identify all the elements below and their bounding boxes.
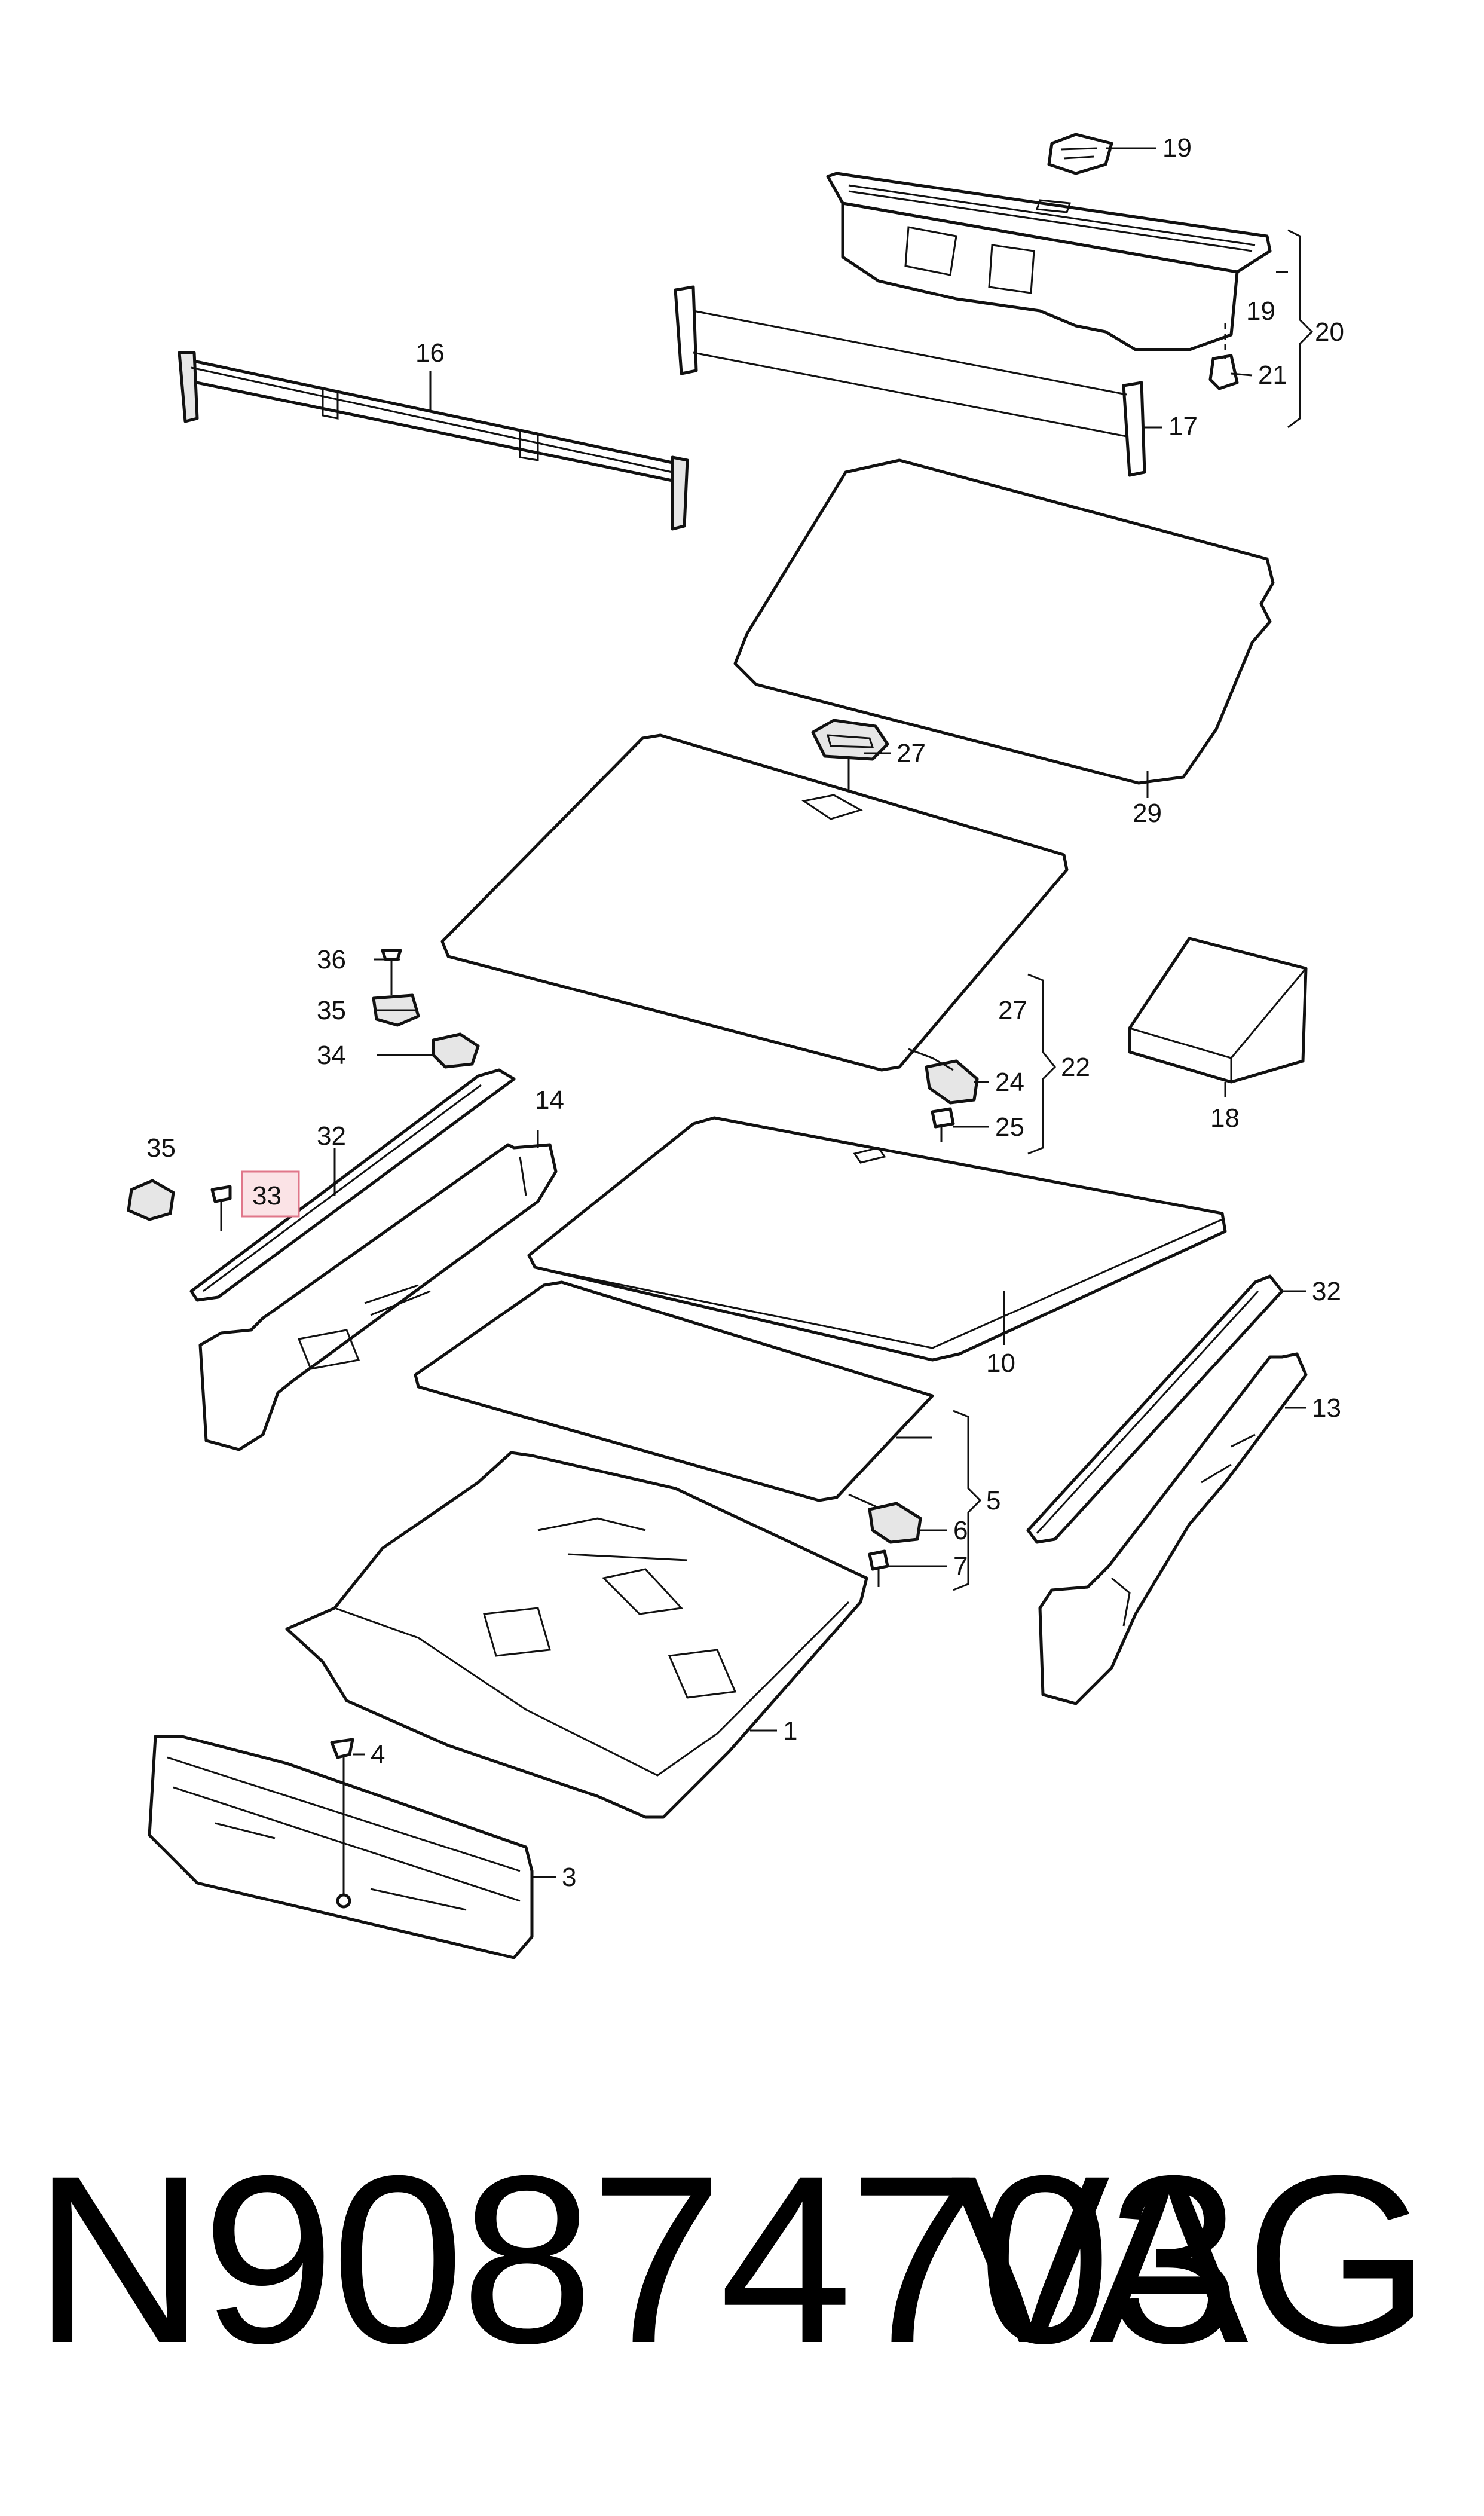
part-32-strip-left (189, 1068, 516, 1302)
part-36-screw (381, 949, 402, 995)
highlight-box-33 (241, 1170, 300, 1218)
callout-10: 10 (986, 1349, 1015, 1378)
part-1-floor-tub (285, 1451, 868, 1819)
part-32-strip-right (1026, 1274, 1284, 1544)
callout-18: 18 (1210, 1103, 1240, 1133)
part-25-screw (931, 1107, 955, 1142)
callout-16: 16 (415, 338, 445, 368)
callout-21: 21 (1258, 360, 1287, 390)
part-35-nut-left (127, 1179, 175, 1221)
part-load-floor-upper (440, 733, 1069, 1072)
callout-34: 34 (317, 1041, 346, 1070)
leader-lines (333, 147, 1306, 1878)
part-27-handle (811, 719, 889, 801)
callout-1: 1 (783, 1716, 797, 1745)
callout-14: 14 (535, 1086, 564, 1115)
callout-25: 25 (995, 1112, 1024, 1142)
callout-24: 24 (995, 1068, 1024, 1097)
part-34-clip (432, 1032, 480, 1069)
part-24-holder (908, 1048, 979, 1105)
part-13-side-trim-right (1038, 1352, 1308, 1705)
callout-6: 6 (953, 1516, 968, 1545)
callout-35a: 35 (317, 996, 346, 1025)
part-20-rear-trim (826, 172, 1272, 351)
part-3-sill-trim (148, 1735, 534, 1959)
callout-4: 4 (371, 1740, 385, 1769)
part-10-floor-panel (527, 1116, 1227, 1362)
callout-labels: 19 19 20 21 16 17 27 29 36 35 34 27 22 2… (146, 133, 1344, 1892)
part-17-cover-roller (674, 285, 1146, 477)
part-5-floor-panel-lower (414, 1280, 934, 1502)
callout-3: 3 (562, 1863, 576, 1892)
callout-19b: 19 (1246, 296, 1275, 326)
callout-36: 36 (317, 945, 346, 974)
bracket-5 (896, 1410, 982, 1591)
callout-27a: 27 (896, 739, 926, 768)
part-33-screw (210, 1185, 232, 1231)
part-16-luggage-rail (178, 351, 689, 531)
part-14-side-trim-left (198, 1143, 558, 1451)
part-29-mat (733, 458, 1275, 785)
callout-13: 13 (1312, 1393, 1341, 1423)
part-7-screw (868, 1549, 889, 1587)
callout-17: 17 (1168, 412, 1198, 441)
callout-35b: 35 (146, 1133, 176, 1163)
callout-32b: 32 (1312, 1277, 1341, 1306)
part-4-screw (330, 1738, 354, 1909)
callout-22: 22 (1061, 1053, 1090, 1082)
part-18-box (1128, 937, 1308, 1084)
part-number-caption: N90874703 (33, 2126, 1241, 2393)
callout-32a: 32 (317, 1121, 346, 1151)
part-19-clip (1047, 133, 1113, 175)
callout-29: 29 (1133, 799, 1162, 828)
bracket-20 (1276, 229, 1314, 429)
part-6-holder (848, 1493, 922, 1544)
brand-caption: VAG (950, 2126, 1431, 2393)
callout-19a: 19 (1162, 133, 1192, 163)
callout-7: 7 (953, 1552, 968, 1581)
callout-20: 20 (1315, 317, 1344, 347)
part-21-clip (1208, 323, 1239, 390)
bracket-22 (1027, 973, 1057, 1155)
callout-27b: 27 (998, 996, 1027, 1025)
callout-33: 33 (252, 1181, 281, 1210)
callout-5: 5 (986, 1486, 1000, 1515)
